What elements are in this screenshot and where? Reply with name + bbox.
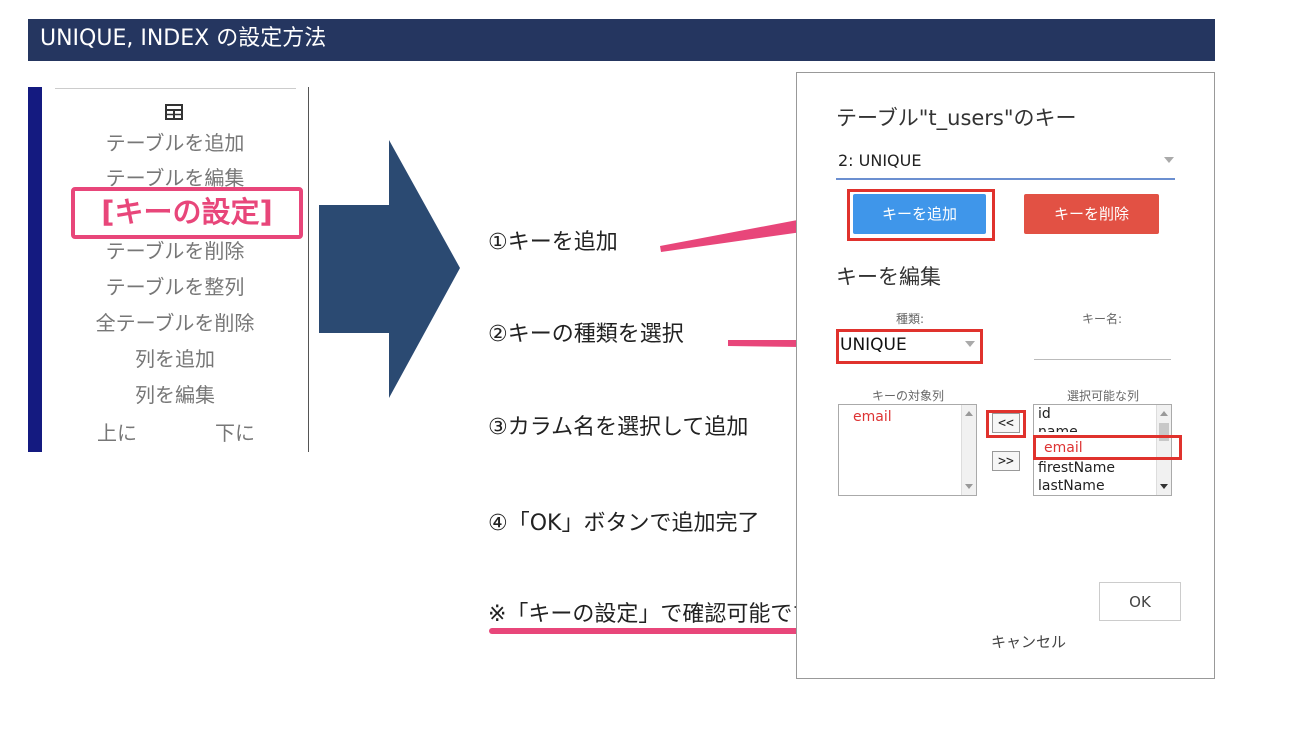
email-column-highlight [1033, 435, 1182, 460]
menu-item-key-settings[interactable]: [キーの設定] [101, 195, 273, 229]
key-name-label: キー名: [1081, 312, 1123, 326]
move-right-button[interactable]: >> [992, 451, 1020, 471]
add-key-highlight [847, 189, 995, 241]
page-title: UNIQUE, INDEX の設定方法 [40, 26, 327, 51]
menu-item-move-up[interactable]: 上に [97, 421, 137, 445]
menu-item-edit-table[interactable]: テーブルを編集 [105, 166, 245, 190]
menu-item-align-tables[interactable]: テーブルを整列 [105, 275, 245, 299]
step-3-text: ③カラム名を選択して追加 [488, 415, 749, 440]
scroll-up-icon[interactable] [1160, 411, 1168, 416]
list-item[interactable]: name [1038, 424, 1078, 432]
table-icon [165, 104, 183, 120]
move-left-button[interactable]: << [992, 413, 1020, 433]
scroll-down-icon[interactable] [1160, 484, 1168, 489]
list-item[interactable]: email [853, 409, 892, 425]
key-dialog [796, 72, 1215, 679]
menu-item-delete-table[interactable]: テーブルを削除 [105, 239, 245, 263]
scrollbar[interactable] [1156, 405, 1171, 495]
big-right-arrow [319, 140, 460, 398]
scroll-down-icon[interactable] [965, 484, 973, 489]
target-columns-label: キーの対象列 [871, 389, 944, 403]
list-item[interactable]: id [1038, 406, 1051, 422]
step-1-text: ①キーを追加 [488, 230, 618, 255]
sidebar-menu [42, 87, 309, 452]
key-settings-highlight [71, 187, 303, 239]
chevron-down-icon[interactable] [1164, 157, 1174, 163]
type-select-highlight [836, 329, 983, 364]
key-name-input[interactable] [1034, 359, 1171, 360]
dialog-title: テーブル"t_users"のキー [836, 106, 1077, 130]
note-underline [489, 628, 847, 634]
target-columns-list[interactable]: email [838, 404, 977, 496]
menu-item-add-column[interactable]: 列を追加 [135, 347, 215, 371]
available-columns-list[interactable]: id name email firestName lastName [1033, 404, 1172, 496]
delete-key-button[interactable]: キーを削除 [1024, 194, 1159, 234]
cancel-button[interactable]: キャンセル [991, 633, 1067, 651]
scroll-thumb[interactable] [1159, 423, 1169, 441]
scrollbar[interactable] [961, 405, 976, 495]
menu-item-edit-column[interactable]: 列を編集 [135, 383, 215, 407]
type-select[interactable]: UNIQUE [840, 335, 907, 355]
add-key-button[interactable]: キーを追加 [853, 194, 986, 234]
note-text: ※「キーの設定」で確認可能です。 [488, 602, 835, 627]
key-select-value[interactable]: 2: UNIQUE [838, 151, 922, 170]
callout-arrow-step1 [660, 207, 846, 252]
ok-button[interactable]: OK [1099, 582, 1181, 621]
header-bar [28, 19, 1215, 61]
sidebar-accent-bar [28, 87, 42, 452]
available-columns-label: 選択可能な列 [1066, 389, 1139, 403]
step-2-text: ②キーの種類を選択 [488, 322, 684, 347]
list-item-selected[interactable]: email [1044, 440, 1083, 456]
chevron-down-icon[interactable] [965, 341, 975, 347]
menu-item-add-table[interactable]: テーブルを追加 [105, 131, 245, 155]
sidebar-divider [55, 88, 296, 89]
list-item[interactable]: firestName [1038, 460, 1115, 476]
scroll-up-icon[interactable] [965, 411, 973, 416]
menu-item-delete-all-tables[interactable]: 全テーブルを削除 [95, 311, 255, 335]
type-label: 種類: [895, 312, 925, 326]
edit-key-heading: キーを編集 [836, 265, 941, 289]
move-left-highlight [986, 410, 1026, 438]
key-select[interactable] [836, 146, 1175, 180]
list-item[interactable]: lastName [1038, 478, 1105, 494]
step-4-text: ④「OK」ボタンで追加完了 [488, 511, 760, 536]
menu-item-move-down[interactable]: 下に [215, 421, 255, 445]
